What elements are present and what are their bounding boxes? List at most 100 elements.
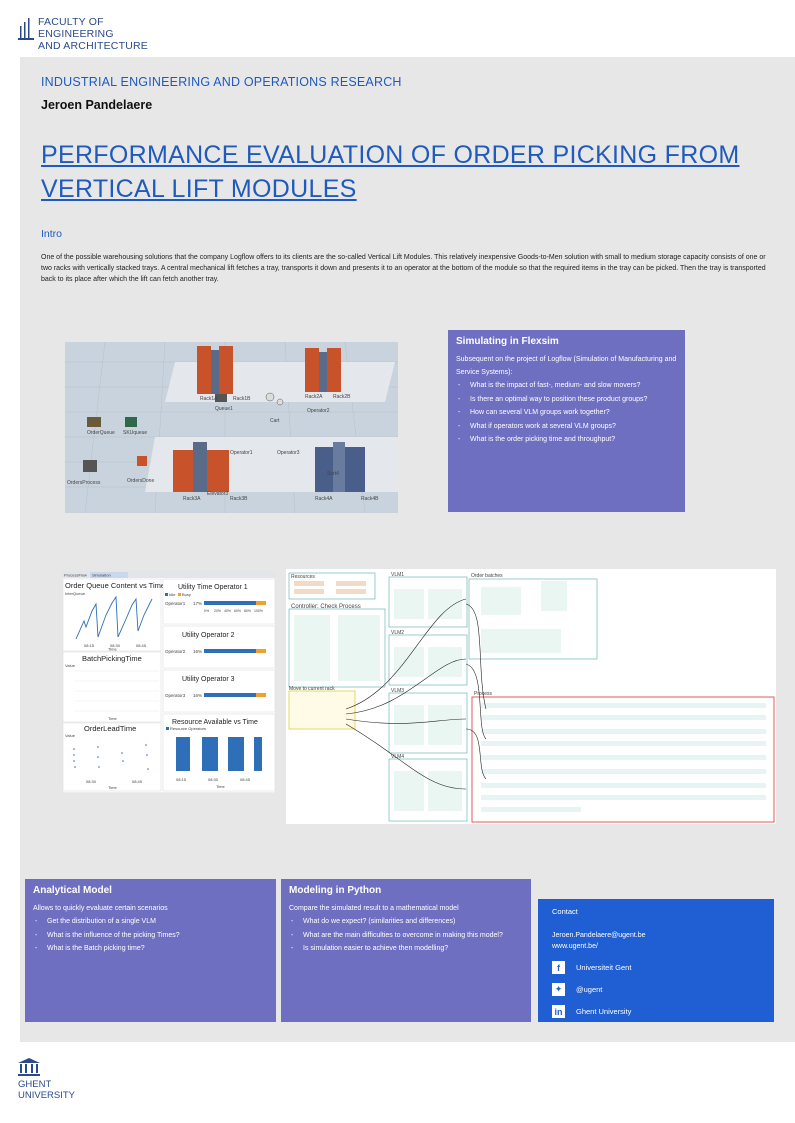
list-item: How can several VLM groups work together…	[456, 406, 677, 420]
label-rack1b: Rack1B	[233, 396, 251, 402]
chart-xlabel: Time	[216, 784, 226, 789]
label-rack4b: Rack4B	[361, 496, 379, 502]
poster-title: PERFORMANCE EVALUATION OF ORDER PICKING …	[41, 141, 740, 203]
ghent-university-logo: GHENT UNIVERSITY	[18, 1058, 88, 1106]
simulating-heading: Simulating in Flexsim	[456, 336, 559, 347]
faculty-line2: AND ARCHITECTURE	[38, 40, 148, 52]
pf-group-label: Controller: Check Process	[291, 604, 361, 610]
contact-linkedin[interactable]: in Ghent University	[552, 1005, 760, 1018]
chart-utility-operator-3: Utility Operator 3 Operator3 16%	[162, 669, 276, 713]
legend-busy: Busy	[182, 592, 191, 597]
chart-title: OrderLeadTime	[84, 724, 136, 733]
chart-xlabel: Time	[108, 647, 118, 652]
row-value: 16%	[193, 693, 202, 698]
label-ordersdone: OrdersDone	[127, 478, 154, 484]
label-ordersprocess: OrdersProcess	[67, 480, 101, 486]
pf-group-label: VLM2	[391, 630, 404, 636]
tick: 08:30	[86, 779, 97, 784]
chart-title: Resource Available vs Time	[172, 719, 258, 726]
label-queue1: Queue1	[215, 406, 233, 412]
list-item: Is there an optimal way to position thes…	[456, 393, 677, 407]
ghent-line1: GHENT	[18, 1079, 52, 1090]
label-cart: Cart	[270, 418, 280, 424]
contact-facebook[interactable]: f Universiteit Gent	[552, 961, 760, 974]
faculty-name: FACULTY OF ENGINEERING AND ARCHITECTURE	[38, 16, 158, 52]
tick: 20%	[214, 609, 221, 613]
list-item: Is simulation easier to achieve then mod…	[289, 942, 523, 956]
pf-process: Process	[471, 691, 775, 823]
tab-processflow: ProcessFlow	[64, 573, 87, 578]
tick: 08:30	[208, 777, 219, 782]
python-list: What do we expect? (similarities and dif…	[289, 915, 523, 956]
tick: 08:45	[136, 643, 147, 648]
tick: 0%	[204, 609, 209, 613]
pf-group-label: Move to current rack	[289, 686, 335, 692]
legend-idle: Idle	[169, 592, 176, 597]
pf-controller: Controller: Check Process	[288, 604, 386, 688]
pf-group-label: Resources	[291, 574, 315, 580]
chart-ylabel: InterQueue	[65, 591, 86, 596]
chart-title: Utility Operator 3	[182, 676, 235, 683]
chart-ylabel: Value	[65, 663, 76, 668]
process-flow-screenshot: Resources Controller: Check Process Move…	[286, 569, 776, 824]
chart-title: Utility Time Operator 1	[178, 584, 248, 591]
tick: 60%	[234, 609, 241, 613]
chart-title: Order Queue Content vs Time	[65, 581, 165, 590]
label-rack2a: Rack2A	[305, 394, 323, 400]
label-sort4: Sort4	[327, 471, 339, 477]
chart-order-lead-time: OrderLeadTime Value 08:30 08:45 Time	[62, 722, 162, 792]
label-operator3: Operator3	[277, 450, 300, 456]
chart-resource-available: Resource Available vs Time Resource Oper…	[162, 713, 276, 792]
contact-label: Contact	[552, 907, 578, 916]
tick: 08:45	[132, 779, 143, 784]
list-item: What is the Batch picking time?	[33, 942, 268, 956]
facebook-label: Universiteit Gent	[576, 963, 632, 972]
intro-heading: Intro	[41, 228, 63, 240]
simulating-list: What is the impact of fast-, medium- and…	[456, 379, 677, 447]
contact-twitter[interactable]: ✦ @ugent	[552, 983, 760, 996]
poster-panel	[20, 57, 795, 1042]
chart-order-queue: Order Queue Content vs Time InterQueue 0…	[62, 578, 165, 652]
row-label: Operator3	[165, 693, 186, 698]
linkedin-label: Ghent University	[576, 1007, 632, 1016]
faculty-logo-icon	[18, 18, 34, 40]
twitter-icon: ✦	[552, 983, 565, 996]
rack-3	[173, 442, 229, 492]
list-item: What are the main difficulties to overco…	[289, 929, 523, 943]
list-item: What is the impact of fast-, medium- and…	[456, 379, 677, 393]
analytical-list: Get the distribution of a single VLM Wha…	[33, 915, 268, 956]
chart-xlabel: Time	[108, 785, 118, 790]
contact-website[interactable]: www.ugent.be/	[552, 943, 598, 950]
row-label: Operator1	[165, 601, 186, 606]
pf-group-label: VLM4	[391, 754, 404, 760]
python-heading: Modeling in Python	[289, 885, 382, 896]
tick: 08:30	[110, 643, 121, 648]
tick: 80%	[244, 609, 251, 613]
list-item: Get the distribution of a single VLM	[33, 915, 268, 929]
chart-utility-operator-1: Utility Time Operator 1 Idle Busy Operat…	[162, 578, 276, 625]
rack-1	[197, 346, 233, 394]
legend-resource: Resource Operators	[170, 726, 206, 731]
label-rack3b: Rack3B	[230, 496, 248, 502]
faculty-logo: FACULTY OF ENGINEERING AND ARCHITECTURE	[18, 14, 158, 52]
linkedin-icon: in	[552, 1005, 565, 1018]
contact-email[interactable]: Jeroen.Pandelaere@ugent.be	[552, 932, 646, 939]
label-operator2: Operator2	[307, 408, 330, 414]
chart-ylabel: Value	[65, 733, 76, 738]
contact-box: Contact Jeroen.Pandelaere@ugent.be www.u…	[538, 899, 774, 1022]
twitter-label: @ugent	[576, 985, 603, 994]
label-rack4a: Rack4A	[315, 496, 333, 502]
tick: 08:15	[176, 777, 187, 782]
dashboard-screenshot: ProcessFlow Simulation Order Queue Conte…	[62, 571, 276, 793]
tick: 100%	[254, 609, 263, 613]
label-operator1: Operator1	[230, 450, 253, 456]
department: INDUSTRIAL ENGINEERING AND OPERATIONS RE…	[41, 75, 402, 89]
tab-simulation: Simulation	[92, 573, 111, 578]
rack-4	[315, 442, 365, 492]
python-model-box: Modeling in Python Compare the simulated…	[281, 879, 531, 1022]
row-value: 17%	[193, 601, 202, 606]
pf-resources: Resources	[288, 572, 376, 600]
ghent-line2: UNIVERSITY	[18, 1089, 76, 1101]
chart-title: BatchPickingTime	[82, 654, 142, 663]
list-item: What is the influence of the picking Tim…	[33, 929, 268, 943]
